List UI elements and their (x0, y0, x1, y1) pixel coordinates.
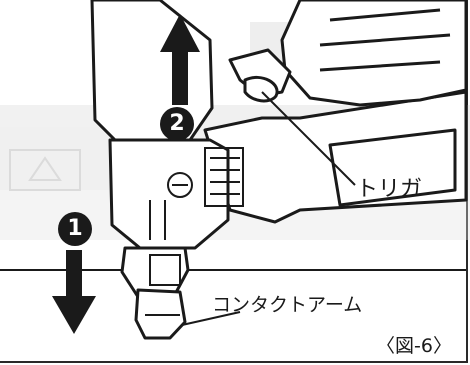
mechanism-detail (145, 147, 244, 316)
hand-outline (228, 0, 468, 107)
figure-caption: 〈図-6〉 (376, 335, 452, 357)
contact-arm-pointer (181, 311, 241, 326)
step-2-number: 2 (160, 107, 194, 141)
trigger-pointer (261, 91, 356, 186)
step2-up-arrow (160, 14, 200, 105)
trigger-label: トリガ (356, 177, 423, 202)
step1-down-arrow (52, 250, 96, 334)
contact-arm-label: コンタクトアーム (212, 294, 363, 316)
step-1-number: 1 (58, 212, 92, 246)
